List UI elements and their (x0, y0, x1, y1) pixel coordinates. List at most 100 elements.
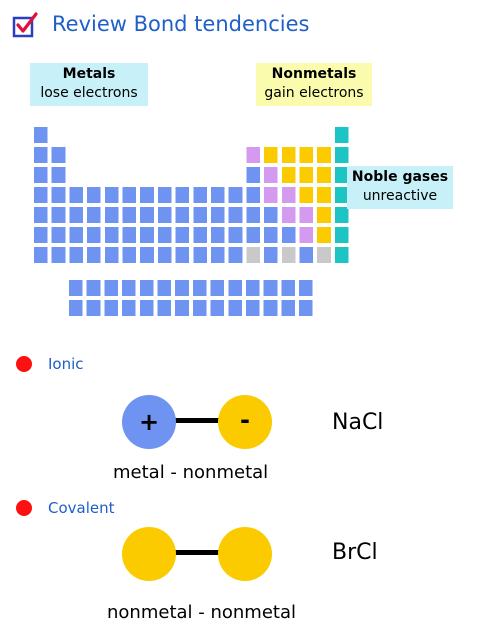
f-block-cell (175, 280, 189, 296)
element-cell (264, 207, 278, 223)
element-cell (299, 187, 314, 203)
element-cell (193, 247, 207, 263)
element-cell (175, 227, 190, 243)
element-cell (264, 227, 278, 243)
element-cell (87, 227, 101, 243)
metals-label: Metals lose electrons (30, 63, 148, 106)
element-cell (87, 187, 101, 203)
element-cell (317, 187, 331, 203)
element-cell (264, 167, 278, 183)
element-cell (264, 247, 278, 263)
f-block-cell (228, 300, 242, 316)
element-cell (228, 207, 243, 223)
nonmetal-atom: - (218, 395, 272, 449)
nonmetal-atom-right (218, 527, 272, 581)
f-block-cell (86, 300, 101, 316)
element-cell (175, 247, 190, 263)
element-cell (122, 227, 137, 243)
metals-subtext: lose electrons (40, 85, 138, 101)
element-cell (51, 167, 66, 183)
covalent-bond-line (172, 550, 222, 555)
element-cell (51, 207, 66, 223)
element-cell (69, 207, 83, 223)
element-cell (317, 207, 331, 223)
element-cell (281, 227, 296, 243)
element-cell (281, 147, 296, 163)
element-cell (140, 187, 154, 203)
element-cell (281, 247, 296, 263)
covalent-caption: nonmetal - nonmetal (107, 602, 296, 623)
element-cell (264, 187, 278, 203)
element-cell (140, 227, 154, 243)
f-block-cell (69, 300, 83, 316)
element-cell (281, 167, 296, 183)
element-cell (264, 147, 278, 163)
element-cell (69, 187, 83, 203)
element-cell (317, 167, 331, 183)
element-cell (246, 247, 260, 263)
element-cell (122, 207, 137, 223)
nonmetals-heading: Nonmetals (271, 66, 357, 82)
nonmetals-subtext: gain electrons (264, 85, 364, 101)
f-block-cell (263, 300, 278, 316)
element-cell (157, 227, 172, 243)
element-cell (51, 247, 66, 263)
element-cell (334, 227, 349, 243)
element-cell (334, 187, 349, 203)
ionic-bond-line (172, 418, 222, 423)
element-cell (211, 247, 225, 263)
f-block-cell (228, 280, 242, 296)
page-title: Review Bond tendencies (52, 12, 310, 36)
f-block-cell (210, 300, 225, 316)
f-block-cell (210, 280, 225, 296)
f-block-cell (104, 300, 118, 316)
element-cell (140, 207, 154, 223)
element-cell (175, 207, 190, 223)
element-cell (246, 187, 260, 203)
element-cell (193, 207, 207, 223)
f-block-cell (157, 280, 172, 296)
f-block-cell (139, 280, 154, 296)
formula-brcl: BrCl (332, 540, 378, 565)
nonmetals-label: Nonmetals gain electrons (256, 63, 372, 106)
element-cell (157, 247, 172, 263)
element-cell (299, 167, 314, 183)
element-cell (69, 227, 83, 243)
f-block-cell (246, 300, 260, 316)
element-cell (334, 127, 349, 143)
noble-gases-subtext: unreactive (362, 188, 438, 204)
f-block-cell (281, 300, 295, 316)
element-cell (193, 227, 207, 243)
element-cell (87, 207, 101, 223)
element-cell (334, 147, 349, 163)
element-cell (122, 247, 137, 263)
element-cell (34, 187, 48, 203)
element-cell (34, 207, 48, 223)
f-block-cell (139, 300, 154, 316)
element-cell (140, 247, 154, 263)
periodic-table (34, 127, 349, 316)
element-cell (122, 187, 137, 203)
element-cell (34, 127, 48, 143)
f-block-cell (246, 280, 260, 296)
element-cell (299, 227, 314, 243)
element-cell (157, 187, 172, 203)
element-cell (69, 247, 83, 263)
f-block-cell (122, 280, 136, 296)
element-cell (317, 147, 331, 163)
element-cell (281, 187, 296, 203)
covalent-heading: Covalent (48, 499, 115, 517)
element-cell (34, 227, 48, 243)
element-cell (228, 187, 243, 203)
element-cell (299, 147, 314, 163)
element-cell (228, 247, 243, 263)
element-cell (211, 227, 225, 243)
f-block-cell (157, 300, 172, 316)
element-cell (34, 147, 48, 163)
element-cell (246, 167, 260, 183)
f-block-cell (192, 300, 207, 316)
element-cell (228, 227, 243, 243)
element-cell (104, 207, 119, 223)
ionic-heading: Ionic (48, 355, 84, 373)
f-block-cell (299, 280, 313, 296)
